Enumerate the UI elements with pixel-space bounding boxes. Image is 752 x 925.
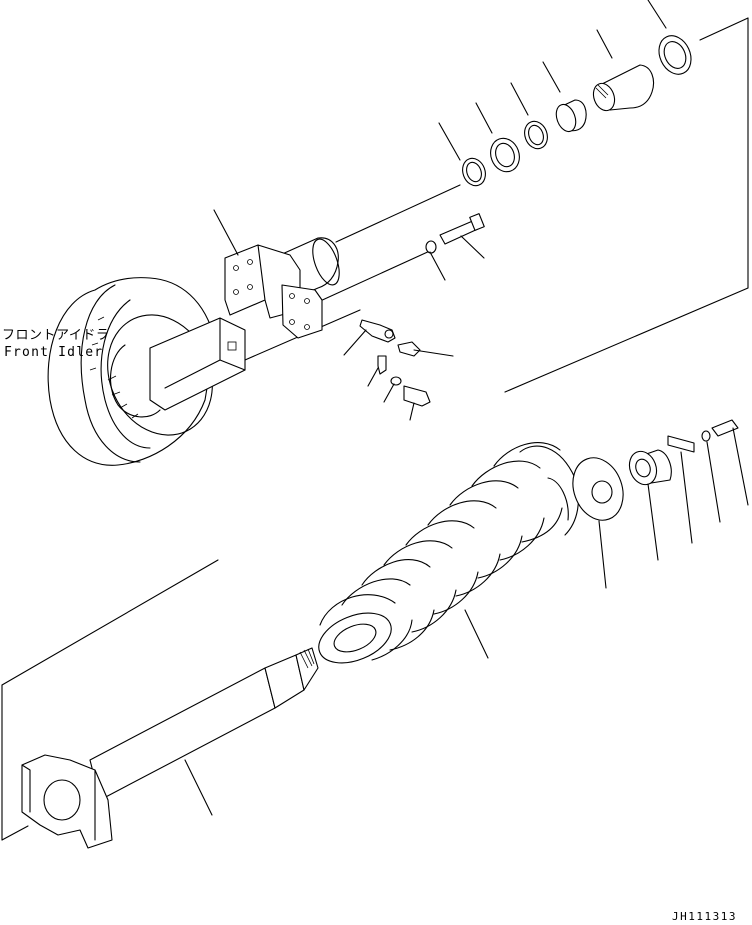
assembly-frame-lines	[1, 17, 749, 841]
drawing-code: JH111313	[672, 910, 737, 923]
front-idler-wheel	[47, 277, 246, 466]
recoil-cylinder	[224, 237, 340, 339]
front-idler-label-jp: フロントアイドラ	[2, 328, 110, 343]
front-idler-label-en: Front Idler	[4, 345, 104, 360]
leader-lines	[184, 0, 749, 816]
upper-fasteners	[359, 213, 485, 407]
recoil-spring	[318, 442, 579, 664]
spring-retainer-group	[572, 419, 739, 521]
tension-rod-assembly	[21, 647, 319, 849]
seal-ring-stack	[462, 35, 692, 187]
